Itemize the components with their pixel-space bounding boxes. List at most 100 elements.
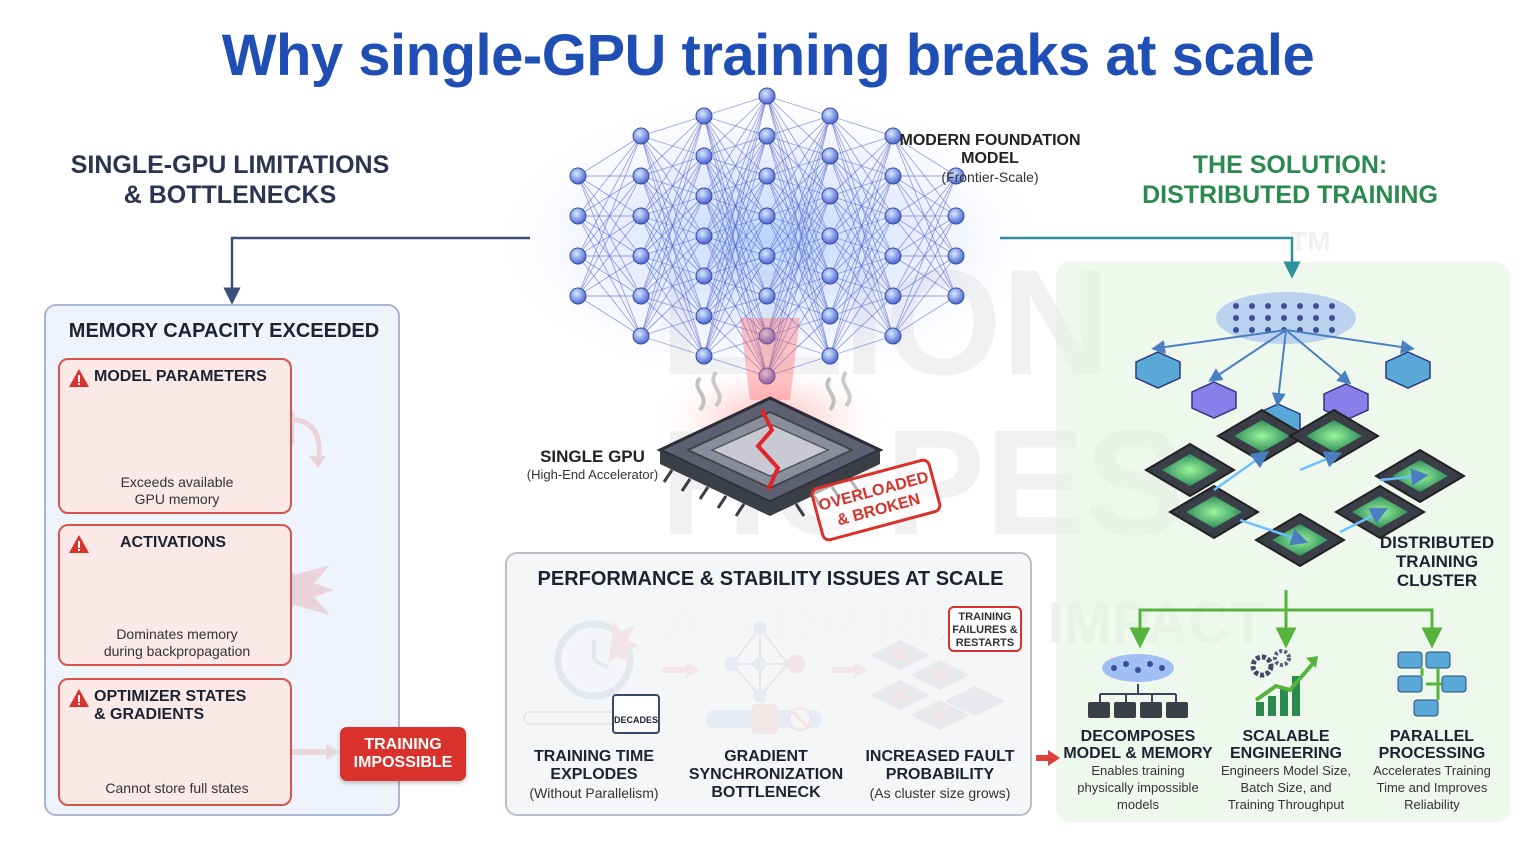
benefit-line2: MODEL & MEMORY [1063,745,1213,762]
warning-icon [69,369,89,387]
network-edge [577,135,642,217]
network-edge [577,135,642,177]
model-sublabel: (Frontier-Scale) [941,169,1039,185]
perf-item-gradient-sync: GRADIENT SYNCHRONIZATION BOTTLENECK [681,748,851,802]
gpu-node-core [1234,420,1290,452]
network-edge [766,235,831,377]
perf-item-sub: (Without Parallelism) [529,785,659,801]
benefit-parallel: PARALLEL PROCESSING Accelerates Training… [1357,728,1507,813]
network-edge [766,355,831,377]
network-edge [577,255,642,297]
network-edge [766,115,831,217]
benefit-scalable: SCALABLE ENGINEERING Engineers Model Siz… [1211,728,1361,813]
network-node [632,247,650,265]
perf-item-line1: INCREASED FAULT [865,748,1015,765]
interconnect-arrow [1379,468,1429,486]
network-edge [577,135,642,297]
card-desc-line1: Exceeds available [120,474,234,490]
network-node [758,287,776,305]
network-node [632,207,650,225]
network-edge [703,335,768,357]
network-node [821,347,839,365]
network-node [695,227,713,245]
cluster-model-node [1233,327,1239,333]
single-gpu-chip [656,370,884,517]
card-desc: Exceeds available GPU memory [60,474,294,508]
shard-arrow [1285,329,1352,385]
model-label-line1: MODERN FOUNDATION [899,132,1081,149]
benefit-desc3: models [1117,797,1159,812]
network-edge [577,135,642,257]
network-edge [703,355,768,377]
impossible-line2: IMPOSSIBLE [353,754,453,771]
perf-item-line2: EXPLODES [550,766,638,783]
network-edge [703,175,768,357]
network-edge [892,175,957,337]
perf-item-fault-probability: INCREASED FAULT PROBABILITY (As cluster … [855,748,1025,802]
network-node [884,207,902,225]
network-edge [766,275,831,377]
benefit-desc1: Engineers Model Size, [1220,763,1352,778]
right-section-header: THE SOLUTION: DISTRIBUTED TRAINING [1120,150,1460,210]
network-node [695,267,713,285]
perf-item-line2: PROBABILITY [885,766,995,783]
network-edge [829,115,894,137]
cluster-model-node [1297,315,1303,321]
model-label-line2: MODEL [961,150,1019,167]
gpu-node-core [1162,454,1218,486]
network-edge [640,115,705,177]
network-node [884,327,902,345]
network-node [758,167,776,185]
network-node [821,107,839,125]
card-desc-line2: GPU memory [134,491,220,507]
network-node [569,207,587,225]
perf-item-line3: BOTTLENECK [711,784,821,801]
interconnect-arrow [1339,508,1388,534]
benefit-line1: PARALLEL [1389,728,1475,745]
left-section-header: SINGLE-GPU LIMITATIONS & BOTTLENECKS [40,150,420,210]
parallel-processing-icon [1397,651,1467,717]
card-desc: Dominates memory during backpropagation [60,626,294,660]
shard-arrow [1285,329,1415,354]
failures-line2: FAILURES & [952,624,1018,636]
cluster-model-node [1281,315,1287,321]
network-edge [703,95,768,277]
arrow-head-benefits [1048,750,1060,766]
network-node [758,87,776,105]
network-edge [766,195,831,377]
decades-label: DECADES [614,715,659,725]
benefit-line1: DECOMPOSES [1080,728,1196,745]
network-edge [640,115,705,337]
arrow-to-limitations [223,236,530,305]
network-node [695,347,713,365]
right-header-line2: DISTRIBUTED TRAINING [1142,181,1438,209]
warning-icon [69,689,89,707]
cluster-model-node [1265,303,1271,309]
card-desc-line1: Dominates memory [116,626,238,642]
network-node [695,107,713,125]
network-node [947,167,965,185]
benefit-desc2: Batch Size, and [1240,780,1332,795]
perf-item-line1: TRAINING TIME [534,748,654,765]
benefit-line1: SCALABLE [1242,728,1330,745]
network-edge [829,135,894,277]
cluster-model-node [1313,327,1319,333]
scalable-chart-icon [1250,649,1318,716]
network-edge [703,215,768,357]
network-edge [892,175,957,257]
warning-icon [69,535,89,553]
network-node [632,127,650,145]
failures-line3: RESTARTS [955,637,1015,649]
perf-item-training-time: TRAINING TIME EXPLODES (Without Parallel… [509,748,679,802]
branch-arrow-decompose [1129,590,1288,649]
network-node [569,167,587,185]
interconnect-arrow [1213,450,1270,492]
network-node [758,327,776,345]
network-node [947,287,965,305]
gpu-node-core [1306,420,1362,452]
network-node [821,227,839,245]
network-node [821,307,839,325]
network-edge [829,135,894,237]
network-edge [892,215,957,337]
arrow-to-solution [1000,236,1301,279]
